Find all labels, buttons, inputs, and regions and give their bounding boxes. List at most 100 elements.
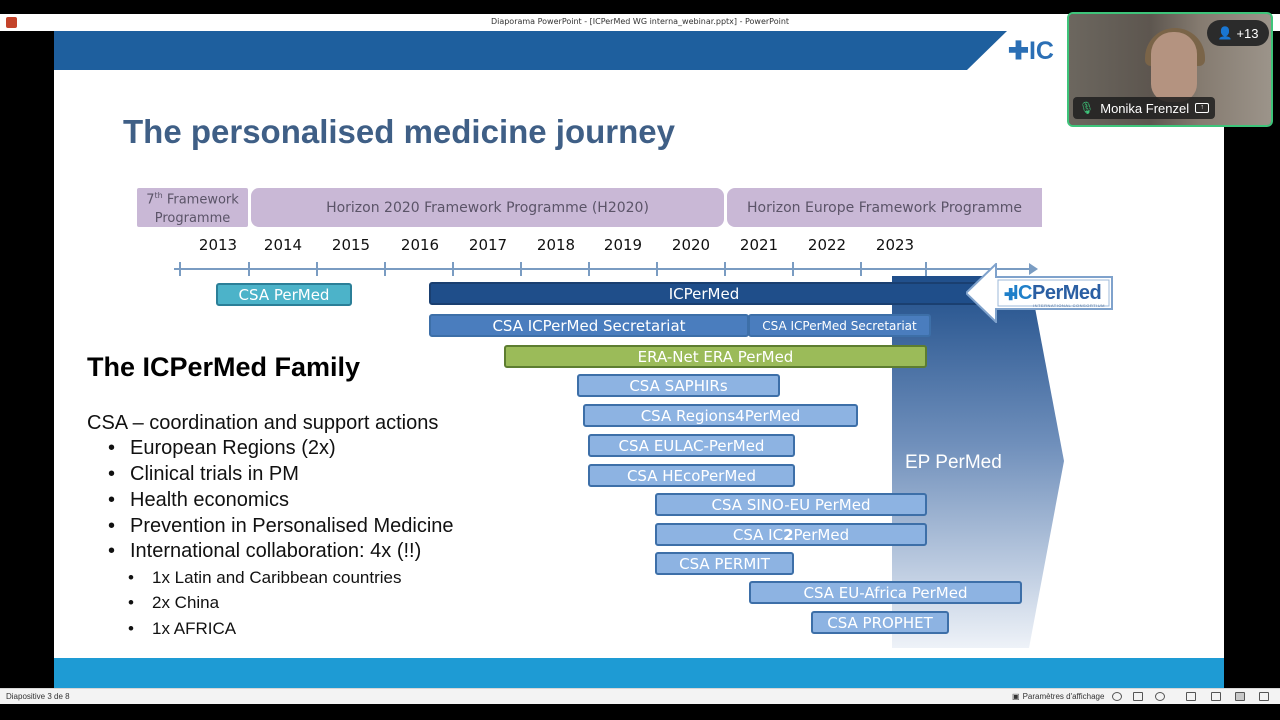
person-icon: 👤 xyxy=(1217,26,1233,40)
timeline-tick xyxy=(792,262,794,276)
normal-view-icon[interactable] xyxy=(1186,692,1196,701)
timeline-tick xyxy=(179,262,181,276)
bullet-item: •Prevention in Personalised Medicine xyxy=(108,515,454,538)
view-settings-label: Paramètres d'affichage xyxy=(1022,692,1105,701)
slide-sorter-icon[interactable] xyxy=(1211,692,1221,701)
bar-csa-permed: CSA PerMed xyxy=(216,283,352,306)
timeline-tick xyxy=(656,262,658,276)
bar-eu-africa: CSA EU-Africa PerMed xyxy=(749,581,1022,604)
year-label: 2018 xyxy=(536,236,576,254)
icpermed-badge: ✚ xyxy=(966,263,1113,323)
year-label: 2017 xyxy=(468,236,508,254)
participant-name: Monika Frenzel xyxy=(1100,100,1190,116)
year-label: 2014 xyxy=(263,236,303,254)
timeline-tick xyxy=(384,262,386,276)
participants-count-button[interactable]: 👤 +13 xyxy=(1207,20,1269,46)
bar-permit: CSA PERMIT xyxy=(655,552,794,575)
timeline-tick xyxy=(316,262,318,276)
bullet-dot: • xyxy=(128,568,134,587)
timeline-tick xyxy=(860,262,862,276)
family-heading: The ICPerMed Family xyxy=(87,352,361,382)
participant-face xyxy=(1151,32,1197,102)
view-settings-button[interactable]: ▣ Paramètres d'affichage xyxy=(1012,692,1104,701)
participant-name-tag: 🎙 Monika Frenzel ↑ xyxy=(1073,97,1216,119)
next-slide-icon[interactable] xyxy=(1155,692,1165,701)
status-bar: Diapositive 3 de 8 ▣ Paramètres d'affich… xyxy=(0,688,1280,704)
sub-bullet-text: 1x Latin and Caribbean countries xyxy=(152,568,402,587)
bar-prophet: CSA PROPHET xyxy=(811,611,949,634)
bar-secretariat-2: CSA ICPerMed Secretariat xyxy=(748,314,931,337)
bar-ic2permed-suffix: PerMed xyxy=(793,525,850,544)
screen-share-icon[interactable]: ↑ xyxy=(1195,103,1210,113)
year-label: 2016 xyxy=(400,236,440,254)
badge-wordmark: ICPerMed xyxy=(1000,282,1102,305)
programme-horizon-europe: Horizon Europe Framework Programme xyxy=(727,188,1042,227)
bullet-dot: • xyxy=(108,515,116,537)
bar-icpermed: ICPerMed xyxy=(429,282,979,305)
icpermed-logo: ✚IC xyxy=(1008,37,1054,65)
bar-hecopermed: CSA HEcoPerMed xyxy=(588,464,795,487)
bullet-text: International collaboration: 4x (!!) xyxy=(130,540,422,562)
slide[interactable]: ✚IC The personalised medicine journey 7t… xyxy=(54,31,1224,688)
bar-saphirs: CSA SAPHIRs xyxy=(577,374,780,397)
csa-heading: CSA – coordination and support actions xyxy=(87,412,439,434)
year-label: 2022 xyxy=(807,236,847,254)
video-tile[interactable]: 👤 +13 🎙 Monika Frenzel ↑ xyxy=(1067,12,1273,127)
bullet-dot: • xyxy=(108,540,116,562)
timeline-tick xyxy=(588,262,590,276)
previous-slide-icon[interactable] xyxy=(1112,692,1122,701)
microphone-icon: 🎙 xyxy=(1079,101,1095,115)
year-label: 2020 xyxy=(671,236,711,254)
fp7-number: 7 xyxy=(146,192,155,208)
bullet-text: European Regions (2x) xyxy=(130,437,336,459)
sub-bullet-text: 2x China xyxy=(152,593,220,612)
timeline-tick xyxy=(248,262,250,276)
timeline-axis xyxy=(174,268,1036,270)
bar-secretariat-1: CSA ICPerMed Secretariat xyxy=(429,314,749,337)
slide-top-band xyxy=(54,31,1007,70)
sub-bullet-item: • 1x AFRICA xyxy=(128,619,236,639)
bullet-text: Clinical trials in PM xyxy=(130,463,299,485)
reading-view-icon[interactable] xyxy=(1235,692,1245,701)
bar-era-net: ERA-Net ERA PerMed xyxy=(504,345,927,368)
sub-bullet-text: 1x AFRICA xyxy=(152,619,237,638)
ep-permed-label: EP PerMed xyxy=(905,452,1002,473)
bar-sino-eu: CSA SINO-EU PerMed xyxy=(655,493,927,516)
bullet-dot: • xyxy=(108,463,116,485)
bullet-dot: • xyxy=(108,489,116,511)
slideshow-icon[interactable] xyxy=(1259,692,1269,701)
fp7-label-rest: Framework xyxy=(162,192,239,208)
fp7-superscript: th xyxy=(154,191,163,201)
powerpoint-icon xyxy=(6,17,17,28)
slide-indicator: Diapositive 3 de 8 xyxy=(6,692,70,701)
year-label: 2015 xyxy=(331,236,371,254)
badge-permed-text: PerMed xyxy=(1032,282,1102,304)
bullet-item: •European Regions (2x) xyxy=(108,437,336,460)
svg-text:✚: ✚ xyxy=(1004,287,1017,304)
bullet-item: • Clinical trials in PM xyxy=(108,463,299,486)
slide-title: The personalised medicine journey xyxy=(123,113,675,150)
year-label: 2013 xyxy=(198,236,238,254)
timeline-tick xyxy=(452,262,454,276)
timeline-tick xyxy=(925,262,927,276)
programme-h2020: Horizon 2020 Framework Programme (H2020) xyxy=(251,188,724,227)
bar-ic2permed-two: 2 xyxy=(783,525,794,544)
window-title: Diaporama PowerPoint - [ICPerMed WG inte… xyxy=(490,17,790,26)
badge-subtitle: INTERNATIONAL CONSORTIUM xyxy=(1033,303,1105,308)
bar-regions4permed: CSA Regions4PerMed xyxy=(583,404,858,427)
programme-fp7: 7th Framework Programme xyxy=(137,188,248,227)
sub-bullet-item: • 1x Latin and Caribbean countries xyxy=(128,568,402,588)
badge-ic-text: IC xyxy=(1013,282,1033,304)
bullet-dot: • xyxy=(128,619,134,638)
window-title-bar: Diaporama PowerPoint - [ICPerMed WG inte… xyxy=(0,14,1280,31)
slide-bottom-band xyxy=(54,658,1224,688)
timeline-tick xyxy=(520,262,522,276)
bullet-item: • International collaboration: 4x (!!) xyxy=(108,540,421,563)
pause-icon[interactable] xyxy=(1133,692,1143,701)
year-label: 2021 xyxy=(739,236,779,254)
timeline-tick xyxy=(724,262,726,276)
ep-permed-arrow xyxy=(892,276,1064,648)
timeline-arrowhead xyxy=(1029,263,1038,275)
